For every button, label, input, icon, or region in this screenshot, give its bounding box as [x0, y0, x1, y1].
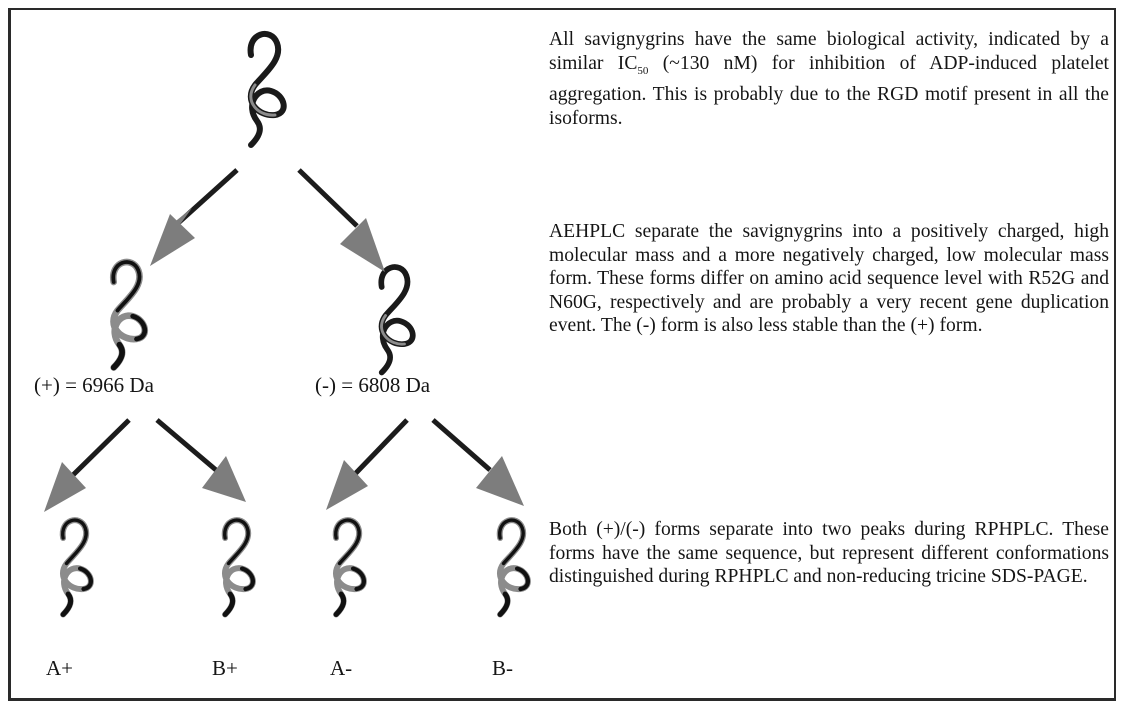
savignygrin-minus-structure	[381, 267, 413, 372]
arrow-root-to-minus	[297, 168, 385, 272]
savignygrin-a-minus-structure	[336, 520, 364, 614]
b-minus-label: B-	[492, 656, 513, 680]
arrow-root-to-plus	[150, 168, 239, 266]
ic50-subscript: 50	[637, 64, 649, 77]
aehplc-separation-paragraph: AEHPLC separate the savignygrins into a …	[549, 221, 1109, 337]
minus-form-mass-label: (-) = 6808 Da	[315, 373, 431, 397]
plus-form-mass-label: (+) = 6966 Da	[34, 373, 154, 397]
paragraph-text: All savignygrins have the same biologica…	[549, 29, 1109, 74]
biological-activity-paragraph: All savignygrins have the same biologica…	[549, 28, 1109, 130]
arrow-plus-to-b-plus	[155, 418, 246, 502]
arrow-plus-to-a-plus	[44, 418, 131, 512]
savignygrin-tree-diagram	[44, 0, 540, 711]
diagram-frame	[8, 8, 1116, 701]
paragraph-text: (~130 nM) for inhibition of ADP-induced …	[549, 52, 1109, 129]
savignygrin-b-minus-structure	[500, 520, 528, 614]
a-minus-label: A-	[330, 656, 353, 680]
a-plus-label: A+	[46, 656, 74, 680]
b-plus-label: B+	[212, 656, 238, 680]
savignygrin-a-plus-structure	[63, 520, 91, 614]
savignygrin-b-plus-structure	[225, 520, 253, 614]
arrow-minus-to-b-minus	[431, 418, 524, 506]
savignygrin-root-structure	[251, 34, 284, 145]
savignygrin-plus-structure	[113, 262, 145, 367]
rphplc-separation-paragraph: Both (+)/(-) forms separate into two pea…	[549, 519, 1109, 588]
arrow-minus-to-a-minus	[326, 418, 409, 510]
